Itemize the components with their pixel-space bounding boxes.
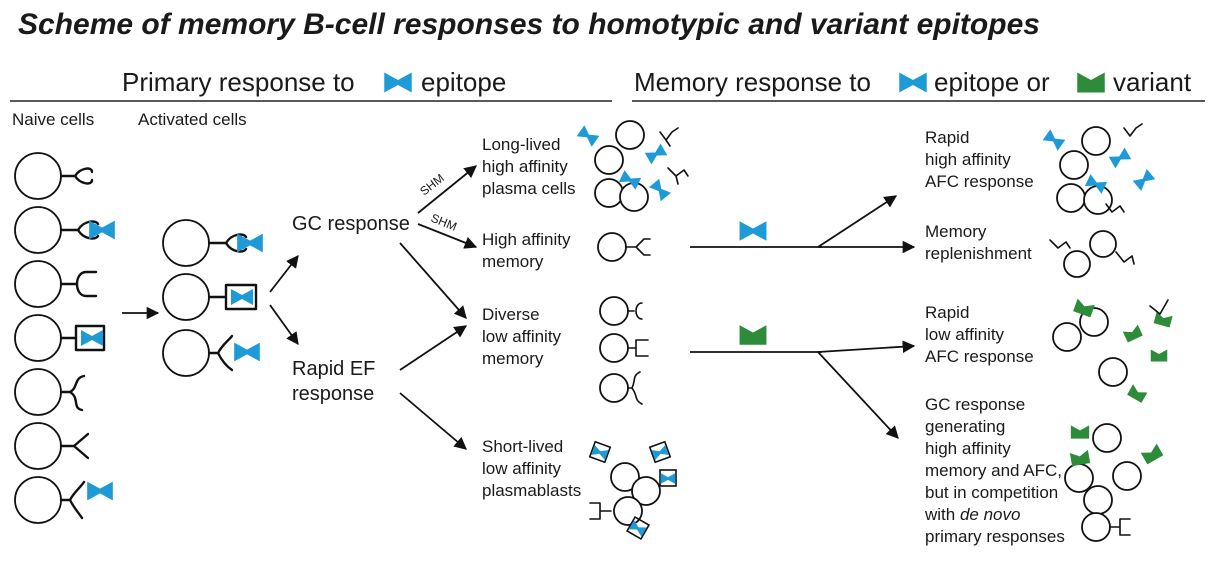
svg-text:Diverse: Diverse [482,305,540,324]
rapid-low-affinity-label: Rapid low affinity AFC response [925,303,1034,366]
svg-text:memory: memory [482,252,544,271]
svg-text:but in competition: but in competition [925,483,1058,502]
variant-icon [1070,425,1090,439]
activated-to-ef-arrow [269,304,299,346]
epitope-icon [1108,147,1132,169]
svg-text:memory and AFC,: memory and AFC, [925,461,1062,480]
memory-heading-mid: epitope or [934,67,1050,97]
plasma-cells-label: Long-lived high affinity plasma cells [482,135,576,198]
epitope-icon [87,481,113,501]
svg-text:High affinity: High affinity [482,230,571,249]
high-affinity-memory-label: High affinity memory [482,230,571,271]
rapid-low-afc-cluster [1052,298,1173,403]
epitope-icon [89,220,115,240]
ef-response-label-2: response [292,383,374,405]
svg-text:Rapid: Rapid [925,303,969,322]
to-gc-competition-arrow [817,351,899,439]
svg-text:low affinity: low affinity [482,459,562,478]
figure-title: Scheme of memory B-cell responses to hom… [18,8,1040,41]
rapid-high-afc-cluster [1042,123,1156,215]
plasma-cells-cluster [576,120,689,212]
variant-icon [1140,443,1164,465]
svg-text:Memory: Memory [925,222,987,241]
memory-cell [597,232,651,262]
epitope-icon [237,233,263,253]
gc-response-label: GC response [292,213,410,235]
svg-text:replenishment: replenishment [925,244,1032,263]
diverse-memory-label: Diverse low affinity memory [482,305,562,368]
variant-icon [1150,349,1168,362]
svg-text:Rapid: Rapid [925,128,969,147]
variant-icon [1077,72,1105,93]
svg-text:AFC response: AFC response [925,172,1034,191]
ef-to-diverse-arrow [399,325,468,371]
svg-text:generating: generating [925,417,1005,436]
diverse-memory-cells [599,296,649,405]
activated-to-gc-arrow [269,255,299,293]
gc-competition-cluster [1064,423,1164,542]
variant-icon [739,325,767,345]
variant-icon [1069,449,1091,467]
memory-heading-pre: Memory response to [634,67,871,97]
rapid-high-affinity-label: Rapid high affinity AFC response [925,128,1034,191]
plasmablasts-label: Short-lived low affinity plasmablasts [482,437,581,500]
plasmablasts-cluster [588,440,677,541]
svg-text:low affinity: low affinity [482,327,562,346]
epitope-icon [660,473,676,484]
svg-text:GC response: GC response [925,395,1025,414]
epitope-icon [231,289,253,305]
svg-text:memory: memory [482,349,544,368]
epitope-icon [739,221,767,241]
memory-replenishment-label: Memory replenishment [925,222,1032,263]
svg-text:high affinity: high affinity [925,150,1011,169]
gc-to-plasma-arrow [417,165,477,214]
svg-text:primary responses: primary responses [925,527,1065,546]
svg-text:high affinity: high affinity [925,439,1011,458]
gc-to-memory-arrow [417,223,478,249]
svg-text:high affinity: high affinity [482,157,568,176]
svg-text:low affinity: low affinity [925,325,1005,344]
to-rapid-low-arrow [817,340,916,353]
naive-cells-label: Naive cells [12,110,94,129]
activated-cells-label: Activated cells [138,110,247,129]
to-rapid-high-arrow [817,195,898,248]
epitope-icon [644,143,668,165]
activated-cells [162,219,263,377]
svg-text:plasma cells: plasma cells [482,179,576,198]
svg-text:plasmablasts: plasmablasts [482,481,581,500]
naive-cells [14,152,115,524]
replenishment-cells [1049,230,1135,278]
svg-text:AFC response: AFC response [925,347,1034,366]
primary-heading-pre: Primary response to [122,67,355,97]
variant-icon [1153,311,1173,328]
epitope-icon [649,178,671,202]
primary-heading-post: epitope [421,67,506,97]
epitope-icon [899,72,927,93]
svg-text:with de novo: with de novo [924,505,1020,524]
epitope-icon [81,330,103,346]
svg-text:Short-lived: Short-lived [482,437,563,456]
gc-to-diverse-arrow [399,242,467,319]
epitope-icon [1132,169,1156,191]
epitope-icon [234,342,260,362]
variant-icon [1122,324,1143,343]
ef-response-label-1: Rapid EF [292,358,375,380]
ef-to-blasts-arrow [399,392,467,450]
gc-competition-label: GC response generating high affinity mem… [924,395,1065,546]
variant-icon [1127,384,1148,403]
epitope-icon [576,125,600,147]
svg-text:Long-lived: Long-lived [482,135,560,154]
epitope-icon [384,72,412,93]
epitope-icon [1042,129,1066,151]
memory-heading-post: variant [1113,67,1192,97]
